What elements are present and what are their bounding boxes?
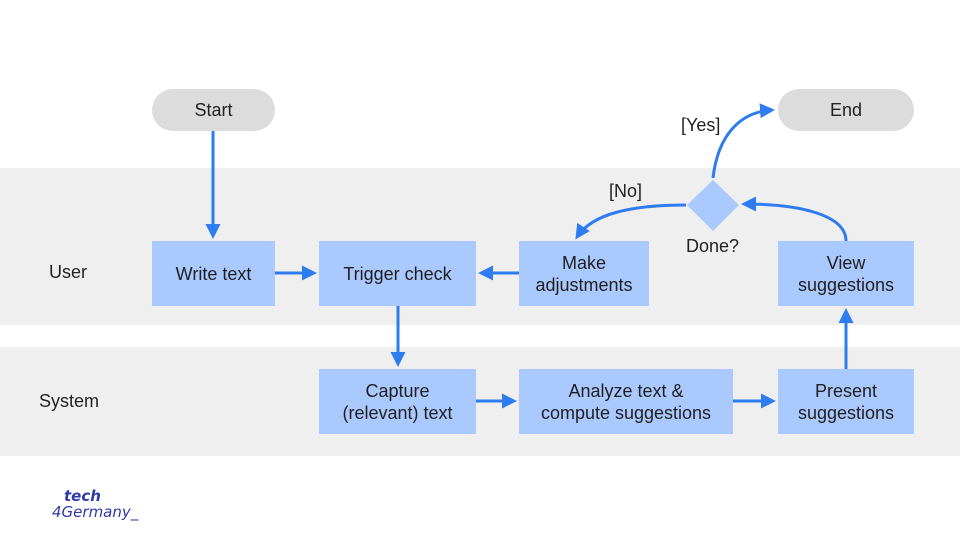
present-suggestions-line1: Present xyxy=(814,380,878,401)
view-suggestions-line2: suggestions xyxy=(797,274,895,295)
end-terminal: End xyxy=(778,89,914,131)
capture-text-node: Capture (relevant) text xyxy=(319,369,476,434)
capture-text-line2: (relevant) text xyxy=(342,402,453,423)
write-text-node: Write text xyxy=(152,241,275,306)
view-suggestions-node: View suggestions xyxy=(778,241,914,306)
present-suggestions-line2: suggestions xyxy=(797,402,895,423)
make-adjustments-node: Make adjustments xyxy=(519,241,649,306)
decision-no-label: [No] xyxy=(609,181,643,201)
decision-yes-label: [Yes] xyxy=(681,115,721,135)
present-suggestions-node: Present suggestions xyxy=(778,369,914,434)
logo-line1: tech xyxy=(64,487,101,505)
arrow-decision-to-adjust xyxy=(575,203,687,240)
capture-text-line1: Capture xyxy=(365,380,430,401)
make-adjustments-line2: adjustments xyxy=(535,274,633,295)
view-suggestions-line1: View xyxy=(826,252,866,273)
system-lane-label: System xyxy=(39,391,100,411)
decision-label: Done? xyxy=(686,236,740,256)
start-terminal: Start xyxy=(152,89,275,131)
analyze-text-line2: compute suggestions xyxy=(540,402,712,423)
analyze-text-node: Analyze text & compute suggestions xyxy=(519,369,733,434)
arrow-view-to-decision xyxy=(741,196,848,242)
user-lane-label: User xyxy=(49,262,88,282)
make-adjustments-line1: Make xyxy=(561,252,606,273)
arrow-decision-to-end xyxy=(711,103,775,179)
tech4germany-logo: tech 4Germany_ xyxy=(52,488,138,520)
logo-line2: 4Germany_ xyxy=(52,503,139,521)
decision-diamond xyxy=(687,180,739,231)
analyze-text-line1: Analyze text & xyxy=(568,380,684,401)
trigger-check-node: Trigger check xyxy=(319,241,476,306)
